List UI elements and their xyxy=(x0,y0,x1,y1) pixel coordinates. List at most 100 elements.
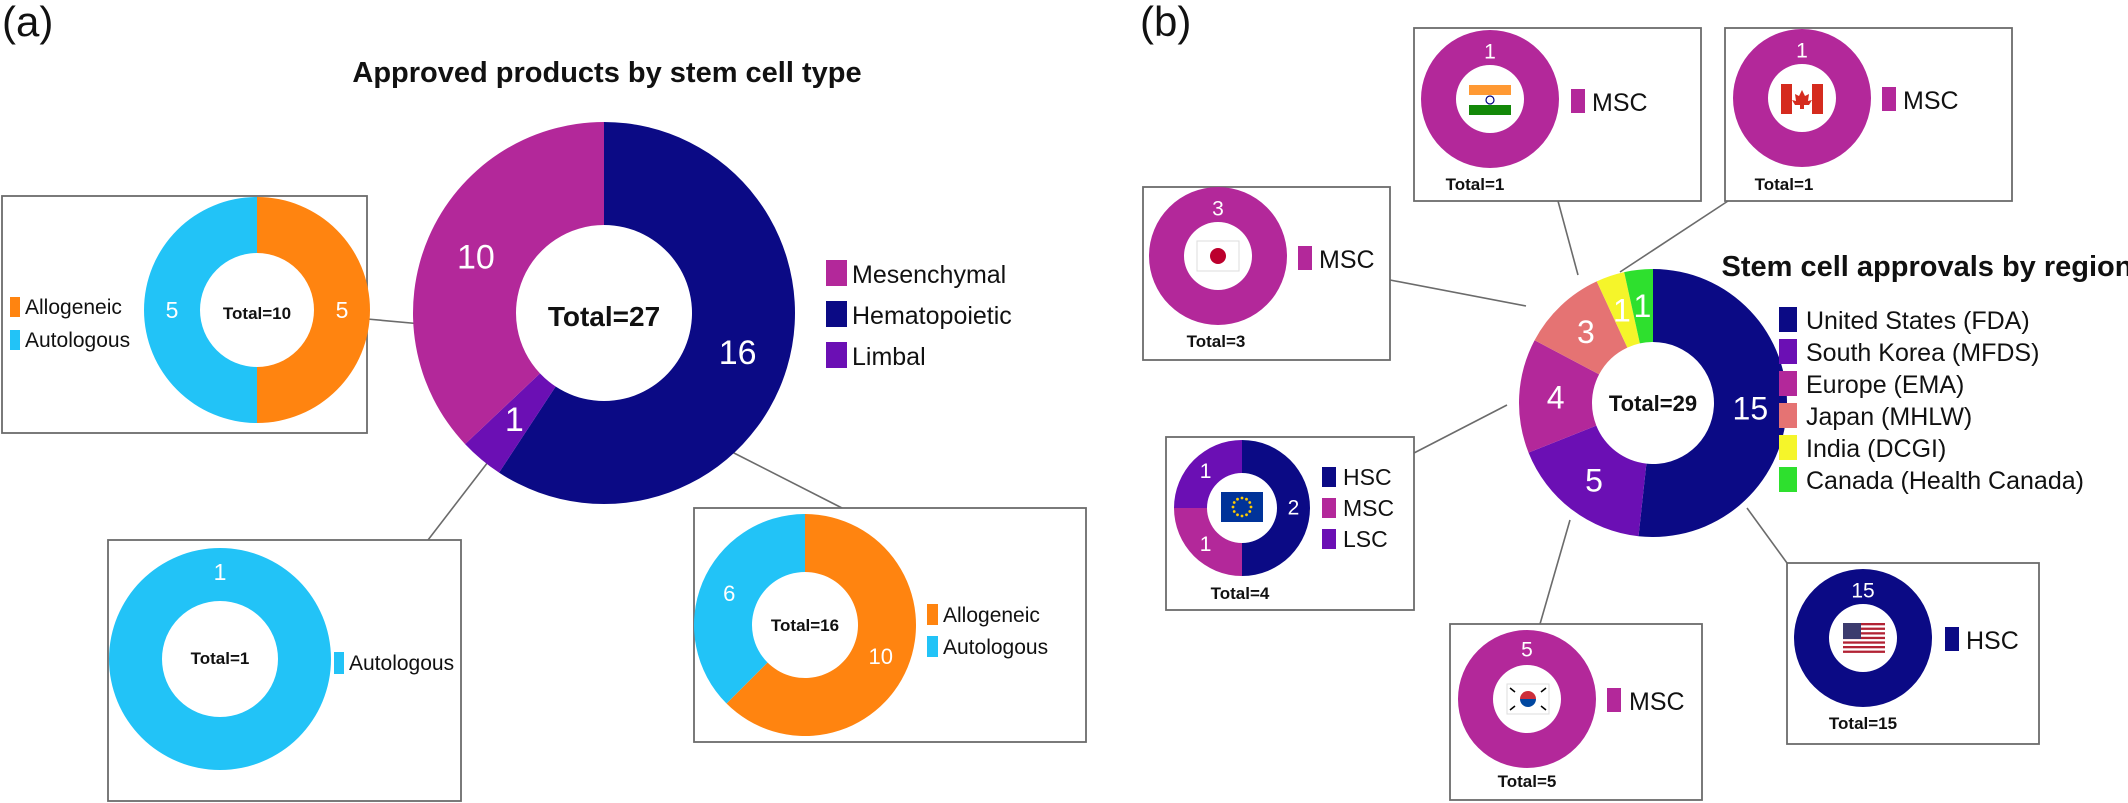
slice-india-dcgi xyxy=(1596,272,1640,348)
data-label-europe-ema: 4 xyxy=(1547,380,1565,416)
donut-hematopoietic-breakdown: 10 6 xyxy=(694,514,916,737)
legend-swatch-autologous-3 xyxy=(927,636,938,657)
slice-united-states-fda xyxy=(1638,269,1788,538)
legend-label-limbal: Limbal xyxy=(852,343,926,371)
slice-limbal xyxy=(465,373,556,473)
data-label-msc: 1 xyxy=(1484,41,1496,64)
legend-label-autologous: Autologous xyxy=(25,329,130,352)
legend-swatch-fda xyxy=(1779,307,1797,332)
slice-msc xyxy=(1174,508,1242,576)
data-label-lsc: 1 xyxy=(1200,460,1212,483)
data-label-japan-mhlw: 3 xyxy=(1577,314,1595,350)
legend-swatch-hematopoietic xyxy=(826,301,847,327)
legend-label-msc-india: MSC xyxy=(1592,89,1648,117)
legend-swatch-mesenchymal xyxy=(826,260,847,286)
legend-label-msc-eu: MSC xyxy=(1343,495,1394,521)
donut-b2-total-label: Total=1 xyxy=(1755,175,1814,194)
legend-swatch-health-canada xyxy=(1779,467,1797,492)
legend-label-health-canada: Canada (Health Canada) xyxy=(1806,467,2084,495)
legend-swatch-msc-korea xyxy=(1607,688,1621,712)
legend-swatch-mhlw xyxy=(1779,403,1797,428)
donut-mesenchymal-breakdown: 55 xyxy=(144,197,370,423)
legend-label-dcgi: India (DCGI) xyxy=(1806,435,1946,463)
leader-line-limbal xyxy=(427,461,489,541)
data-label-autologous: 5 xyxy=(166,297,179,323)
donut-a3-total-label: Total=16 xyxy=(771,616,839,635)
legend-swatch-allogeneic xyxy=(10,297,20,317)
legend-swatch-autologous xyxy=(10,330,20,350)
leader-line-korea xyxy=(1539,519,1571,625)
data-label-autologous: 6 xyxy=(723,581,735,606)
donut-hole xyxy=(162,601,278,717)
panel-a-title: Approved products by stem cell type xyxy=(352,57,861,89)
slice-hematopoietic xyxy=(499,122,795,504)
data-label-mesenchymal: 10 xyxy=(457,239,495,277)
legend-region: United States (FDA) South Korea (MFDS) E… xyxy=(1779,307,2084,495)
legend-label-fda: United States (FDA) xyxy=(1806,307,2030,335)
donut-b5-total-label: Total=5 xyxy=(1498,772,1557,791)
legend-label-hsc-usa: HSC xyxy=(1966,627,2019,655)
data-label-msc: 3 xyxy=(1212,198,1224,221)
legend-inset-a3: Allogeneic Autologous xyxy=(927,604,1048,659)
slice-msc xyxy=(1733,29,1871,167)
legend-swatch-hsc-eu xyxy=(1322,467,1336,487)
eu-flag-icon xyxy=(1221,492,1263,522)
donut-b4-total-label: Total=4 xyxy=(1211,584,1270,603)
panel-b-title: Stem cell approvals by region xyxy=(1722,251,2128,283)
legend-swatch-autologous-2 xyxy=(334,652,344,674)
slice-canada-health-canada xyxy=(1624,269,1653,344)
legend-label-mesenchymal: Mesenchymal xyxy=(852,261,1006,289)
data-label-south-korea-mfds: 5 xyxy=(1585,463,1603,499)
data-label-canada-health-canada: 1 xyxy=(1634,288,1652,324)
legend-swatch-lsc-eu xyxy=(1322,529,1336,549)
slice-msc xyxy=(1149,187,1287,325)
legend-label-ema: Europe (EMA) xyxy=(1806,371,1964,399)
data-label-hsc: 2 xyxy=(1288,497,1300,520)
legend-label-autologous-2: Autologous xyxy=(349,652,454,675)
slice-autologous xyxy=(694,514,805,704)
slice-autologous xyxy=(144,197,257,423)
data-label-allogeneic: 5 xyxy=(336,297,349,323)
donut-a-total-label: Total=27 xyxy=(548,301,660,332)
leader-line-eu xyxy=(1413,404,1508,454)
slice-autologous xyxy=(109,548,331,770)
legend-label-allogeneic-3: Allogeneic xyxy=(943,604,1040,627)
legend-label-msc-korea: MSC xyxy=(1629,688,1685,716)
legend-swatch-limbal xyxy=(826,342,847,368)
legend-swatch-msc-india xyxy=(1571,89,1585,113)
panel-a-label: (a) xyxy=(2,0,53,45)
india-flag-icon xyxy=(1469,85,1511,115)
data-label-autologous: 1 xyxy=(214,559,227,585)
leader-line-hematopoietic xyxy=(731,451,843,509)
legend-stem-cell-type: Mesenchymal Hematopoietic Limbal xyxy=(826,260,1012,371)
leader-line-canada xyxy=(1619,200,1729,273)
data-label-msc: 1 xyxy=(1796,40,1808,63)
legend-label-autologous-3: Autologous xyxy=(943,636,1048,659)
legend-swatch-dcgi xyxy=(1779,435,1797,460)
slice-msc xyxy=(1458,630,1596,768)
slice-japan-mhlw xyxy=(1534,281,1628,375)
data-label-msc: 1 xyxy=(1200,533,1212,556)
legend-inset-a2: Autologous xyxy=(334,652,454,675)
donut-limbal-breakdown: 1 xyxy=(109,548,331,770)
legend-swatch-msc-canada xyxy=(1882,87,1896,111)
slice-mesenchymal xyxy=(413,121,604,445)
donut-hole xyxy=(200,253,314,367)
leader-line-japan xyxy=(1389,279,1527,307)
data-label-allogeneic: 10 xyxy=(869,644,893,669)
canada-flag-icon xyxy=(1781,84,1823,114)
donut-b-total-label: Total=29 xyxy=(1609,391,1697,416)
data-label-limbal: 1 xyxy=(505,401,524,439)
donut-b6-total-label: Total=15 xyxy=(1829,714,1897,733)
legend-label-hematopoietic: Hematopoietic xyxy=(852,302,1012,330)
donut-hole xyxy=(1592,342,1714,464)
legend-label-msc-japan: MSC xyxy=(1319,246,1375,274)
slice-allogeneic xyxy=(257,197,370,423)
data-label-hsc: 15 xyxy=(1851,580,1874,603)
slice-msc xyxy=(1421,30,1559,168)
legend-label-lsc-eu: LSC xyxy=(1343,526,1388,552)
legend-swatch-msc-eu xyxy=(1322,498,1336,518)
leader-line-india xyxy=(1557,200,1579,276)
legend-label-mfds: South Korea (MFDS) xyxy=(1806,339,2039,367)
slice-south-korea-mfds xyxy=(1528,425,1647,537)
